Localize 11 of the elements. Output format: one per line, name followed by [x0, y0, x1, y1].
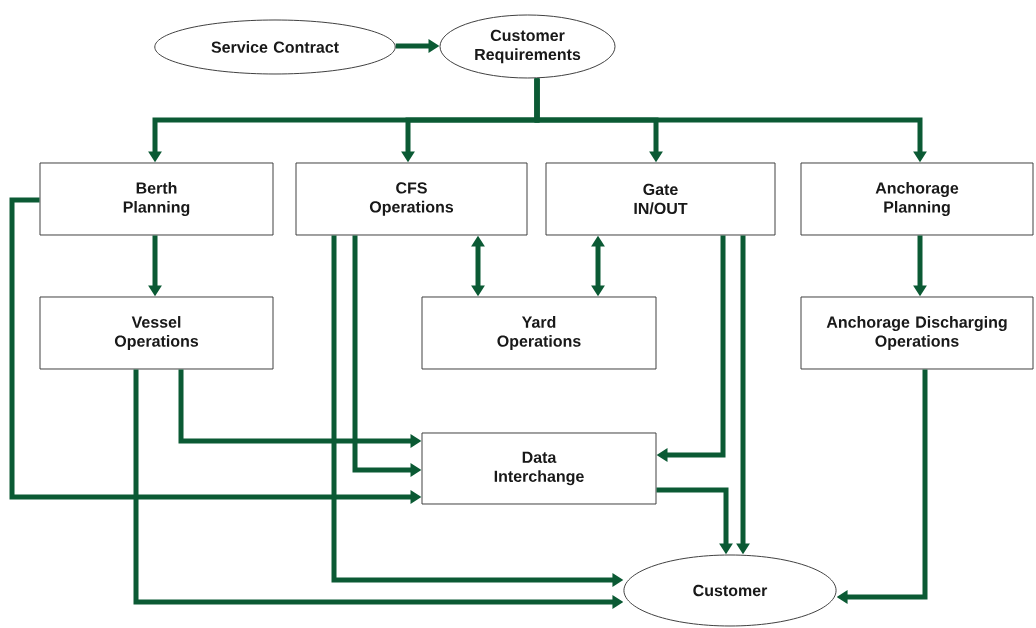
process-box: Data Interchange [421, 432, 657, 505]
process-box: Berth Planning [39, 162, 274, 236]
process-box: Gate IN/OUT [545, 162, 776, 236]
process-box: Yard Operations [421, 296, 657, 370]
ellipse-node: Customer [623, 554, 837, 627]
process-box: Vessel Operations [39, 296, 274, 370]
process-box: Anchorage Discharging Operations [800, 296, 1034, 370]
ellipse-node: Service Contract [154, 19, 396, 75]
ellipse-node: Customer Requirements [439, 14, 616, 79]
process-box: Anchorage Planning [800, 162, 1034, 236]
process-box: CFS Operations [295, 162, 528, 236]
